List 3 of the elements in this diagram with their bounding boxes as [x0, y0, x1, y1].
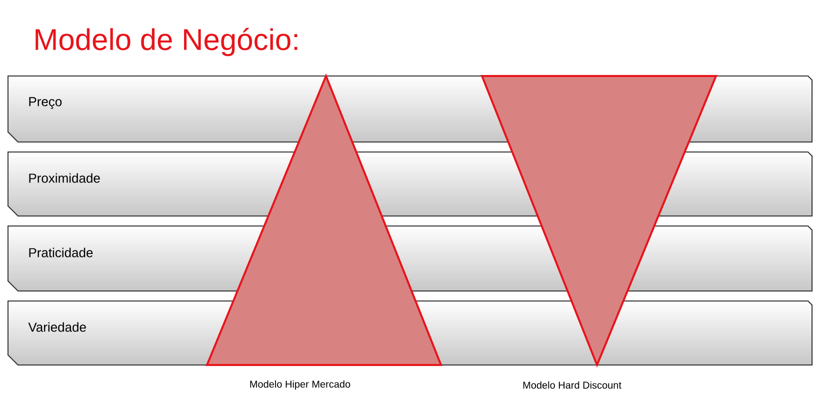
title: Modelo de Negócio: — [36, 28, 298, 56]
node-label: Modelo Hard Discount — [523, 381, 622, 389]
node-label: Modelo Hiper Mercado — [250, 380, 350, 390]
